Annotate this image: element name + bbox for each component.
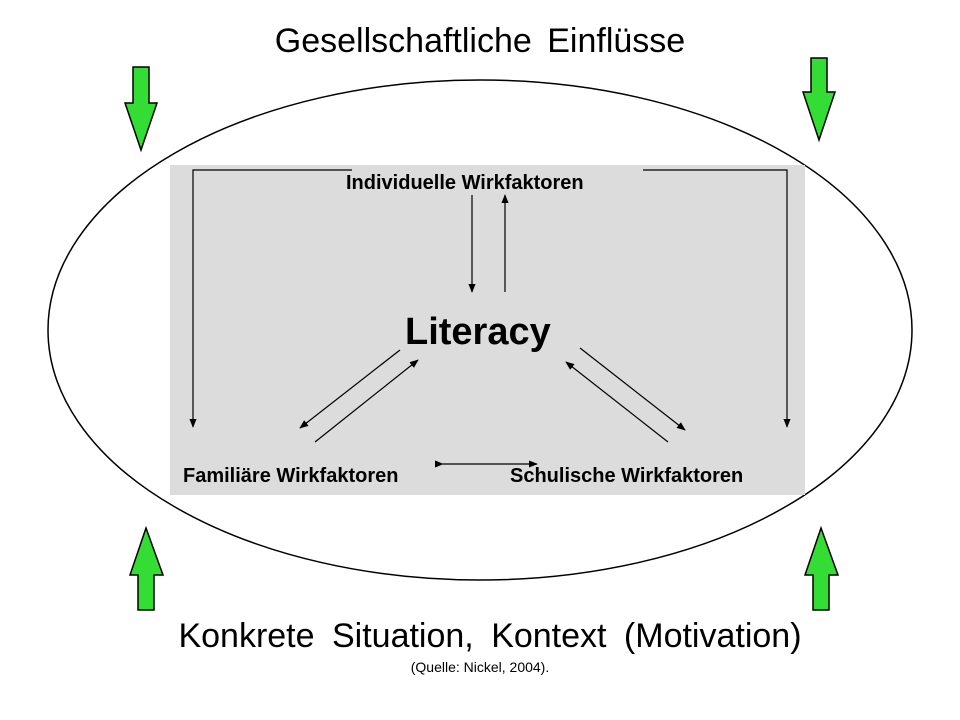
label-literacy: Literacy: [405, 311, 551, 353]
arrow-individual-to-family: [189, 169, 352, 428]
green-up-arrow-right: [803, 525, 840, 611]
source-citation: (Quelle: Nickel, 2004).: [410, 659, 550, 675]
arrow-individual-to-school: [643, 169, 791, 428]
label-school-factors: Schulische Wirkfaktoren: [510, 465, 744, 487]
arrow-family-to-literacy: [314, 359, 419, 443]
society-ellipse: [47, 79, 913, 581]
label-individual-factors: Individuelle Wirkfaktoren: [346, 172, 584, 194]
arrow-literacy-to-school: [579, 347, 686, 431]
label-family-factors: Familiäre Wirkfaktoren: [183, 465, 399, 487]
title-society-influences: Gesellschaftliche Einflüsse: [274, 22, 686, 60]
green-up-arrow-left: [128, 525, 165, 611]
green-down-arrow-left: [123, 66, 159, 153]
arrow-literacy-to-family: [299, 349, 401, 429]
bottom-context-text: Konkrete Situation, Kontext (Motivation): [178, 617, 802, 655]
arrow-school-to-literacy: [565, 361, 669, 443]
green-down-arrow-right: [801, 57, 837, 143]
factor-box: [170, 165, 805, 495]
